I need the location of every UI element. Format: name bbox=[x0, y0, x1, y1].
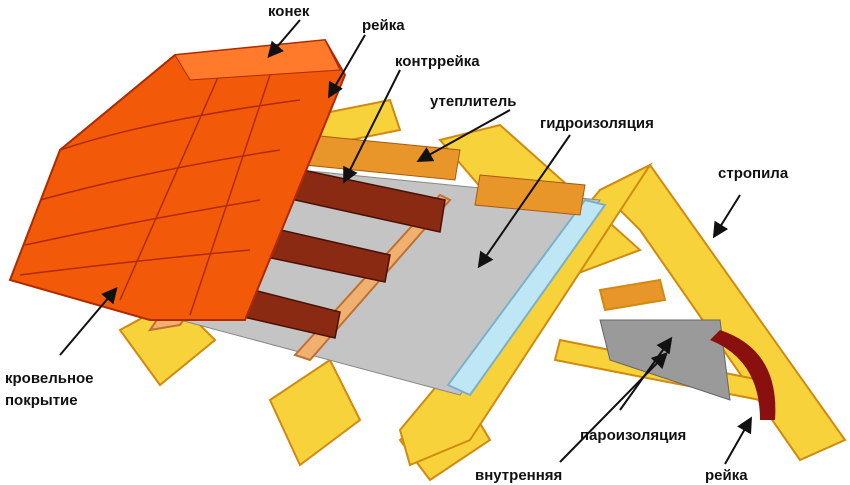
label-waterproofing: гидроизоляция bbox=[540, 115, 654, 132]
label-counter-batten: контррейка bbox=[395, 53, 480, 70]
label-bg-inner bbox=[470, 465, 580, 485]
label-roofing-1: кровельное bbox=[5, 370, 94, 387]
label-bg-batten-bottom bbox=[700, 465, 760, 485]
label-batten-bottom: рейка bbox=[705, 467, 748, 484]
waterproofing-roll bbox=[446, 198, 607, 397]
label-rafters: стропила bbox=[718, 165, 789, 182]
vapor-barrier bbox=[599, 319, 731, 401]
arrows bbox=[59, 19, 752, 465]
label-insulation: утеплитель bbox=[430, 93, 516, 110]
label-vapor-barrier: пароизоляция bbox=[580, 427, 686, 444]
label-batten-top: рейка bbox=[362, 17, 405, 34]
label-ridge: конек bbox=[268, 3, 310, 20]
inner-batten bbox=[710, 330, 776, 420]
roofing-tiles bbox=[8, 38, 347, 321]
label-inner: внутренняя bbox=[475, 467, 562, 484]
label-roofing-2: покрытие bbox=[5, 392, 78, 409]
